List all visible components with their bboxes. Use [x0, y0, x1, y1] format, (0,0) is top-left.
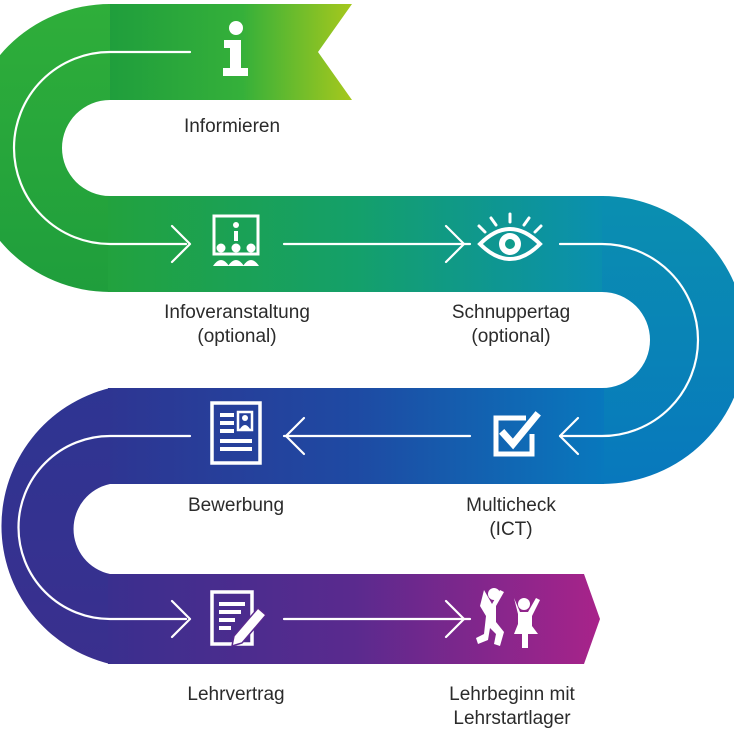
label-schnuppertag: Schnuppertag (optional) [451, 302, 571, 347]
arrow-head-5 [170, 599, 192, 639]
ribbon-turn-1 [0, 4, 110, 292]
label-multicheck: Multicheck (ICT) [466, 495, 556, 540]
arrow-head-2 [444, 224, 466, 264]
label-informieren: Informieren [183, 116, 281, 137]
ribbon-turn-2 [602, 196, 734, 484]
label-infoveranstaltung: Infoveranstaltung (optional) [164, 302, 310, 347]
celebrating-people-icon [476, 588, 540, 648]
label-lehrvertrag: Lehrvertrag [187, 684, 285, 705]
info-icon [223, 21, 248, 76]
checkbox-icon [493, 411, 541, 457]
presentation-audience-icon [212, 214, 260, 266]
flow-line [12, 50, 700, 639]
arrow-head-4 [284, 416, 306, 456]
arrow-head-3 [558, 416, 580, 456]
ribbon-turn-3 [1, 388, 110, 664]
ribbon-band [0, 4, 734, 664]
label-lehrbeginn: Lehrbeginn mit Lehrstartlager [449, 684, 575, 729]
label-bewerbung: Bewerbung [187, 495, 285, 516]
arrow-head-6 [444, 599, 466, 639]
eye-icon [477, 212, 543, 261]
resume-document-icon [210, 401, 262, 465]
arrow-head-1 [170, 224, 192, 264]
contract-pen-icon [210, 590, 268, 648]
